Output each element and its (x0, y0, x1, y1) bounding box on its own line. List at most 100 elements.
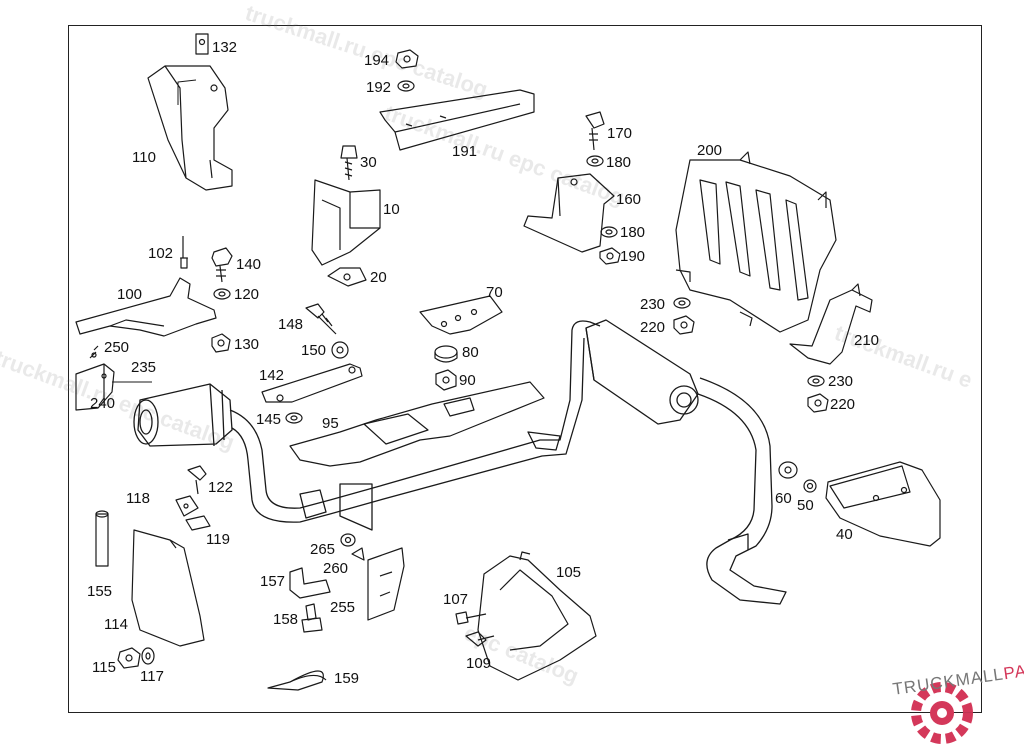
part-118 (175, 495, 199, 517)
callout-260: 260 (323, 560, 349, 577)
callout-145: 145 (256, 411, 282, 428)
part-170 (585, 111, 605, 151)
callout-142: 142 (259, 367, 285, 384)
part-132 (195, 33, 209, 55)
callout-255: 255 (330, 599, 356, 616)
part-157 (289, 567, 331, 599)
part-158 (301, 603, 323, 633)
part-115 (117, 647, 141, 669)
callout-115: 115 (92, 659, 116, 676)
leader-lines (112, 79, 197, 383)
callout-117: 117 (140, 668, 164, 685)
part-130 (211, 333, 231, 353)
callout-190: 190 (620, 248, 646, 265)
part-140 (211, 247, 233, 283)
callout-265: 265 (310, 541, 336, 558)
part-20 (327, 267, 367, 287)
callout-159: 159 (334, 670, 360, 687)
callout-105: 105 (556, 564, 582, 581)
part-50 (803, 479, 817, 493)
part-80 (434, 345, 458, 363)
part-250 (89, 345, 99, 359)
callout-191: 191 (452, 143, 478, 160)
part-120 (213, 288, 231, 300)
callout-50: 50 (797, 497, 814, 514)
callout-180-lower: 180 (620, 224, 646, 241)
callout-102: 102 (148, 245, 174, 262)
callout-235: 235 (131, 359, 157, 376)
callout-230-upper: 230 (640, 296, 666, 313)
part-200 (675, 151, 837, 333)
callout-110: 110 (132, 149, 156, 166)
part-265 (340, 533, 356, 547)
callout-107: 107 (443, 591, 469, 608)
callout-160: 160 (616, 191, 642, 208)
part-muffler (585, 319, 787, 605)
part-122 (187, 465, 207, 495)
callout-194: 194 (364, 52, 390, 69)
part-pipe (229, 320, 601, 531)
callout-120: 120 (234, 286, 260, 303)
callout-118: 118 (126, 490, 150, 507)
part-230b (807, 375, 825, 387)
part-40 (825, 461, 941, 547)
part-100 (75, 277, 217, 337)
part-107 (455, 611, 487, 625)
callout-157: 157 (260, 573, 286, 590)
part-145 (285, 412, 303, 424)
part-191 (379, 89, 535, 151)
callout-60: 60 (775, 490, 792, 507)
callout-155: 155 (87, 583, 113, 600)
part-60 (778, 461, 798, 479)
part-235 (75, 363, 115, 411)
part-150 (331, 341, 349, 359)
callout-220-lower: 220 (830, 396, 856, 413)
callout-90: 90 (459, 372, 476, 389)
diagram-frame (68, 25, 982, 713)
part-95 (289, 381, 545, 467)
part-192 (397, 80, 415, 92)
part-260 (351, 547, 365, 561)
callout-40: 40 (836, 526, 853, 543)
callout-119: 119 (206, 531, 230, 548)
part-102 (180, 236, 188, 269)
part-190 (599, 247, 621, 265)
truckmall-logo (911, 682, 973, 744)
callout-140: 140 (236, 256, 262, 273)
part-117 (141, 647, 155, 665)
callout-122: 122 (208, 479, 234, 496)
callout-158: 158 (273, 611, 299, 628)
part-155 (95, 510, 109, 567)
part-10 (311, 179, 381, 266)
part-30 (340, 145, 358, 181)
part-110 (147, 65, 233, 191)
callout-250: 250 (104, 339, 130, 356)
part-255 (367, 547, 405, 621)
part-180b (600, 226, 618, 238)
part-70 (419, 295, 503, 335)
callout-10: 10 (383, 201, 400, 218)
part-230a (673, 297, 691, 309)
part-160 (523, 173, 615, 253)
callout-70: 70 (486, 284, 503, 301)
callout-132: 132 (212, 39, 238, 56)
callout-80: 80 (462, 344, 479, 361)
part-210 (789, 283, 873, 365)
part-105 (477, 551, 597, 681)
callout-114: 114 (104, 616, 128, 633)
part-194 (395, 49, 419, 69)
callout-130: 130 (234, 336, 260, 353)
callout-148: 148 (278, 316, 304, 333)
callout-95: 95 (322, 415, 339, 432)
part-220a (673, 315, 695, 335)
callout-230-lower: 230 (828, 373, 854, 390)
callout-20: 20 (370, 269, 387, 286)
part-180a (586, 155, 604, 167)
part-90 (435, 369, 457, 391)
callout-109: 109 (466, 655, 492, 672)
callout-240: 240 (90, 395, 116, 412)
part-142 (261, 363, 363, 403)
part-220b (807, 393, 829, 413)
callout-200: 200 (697, 142, 723, 159)
